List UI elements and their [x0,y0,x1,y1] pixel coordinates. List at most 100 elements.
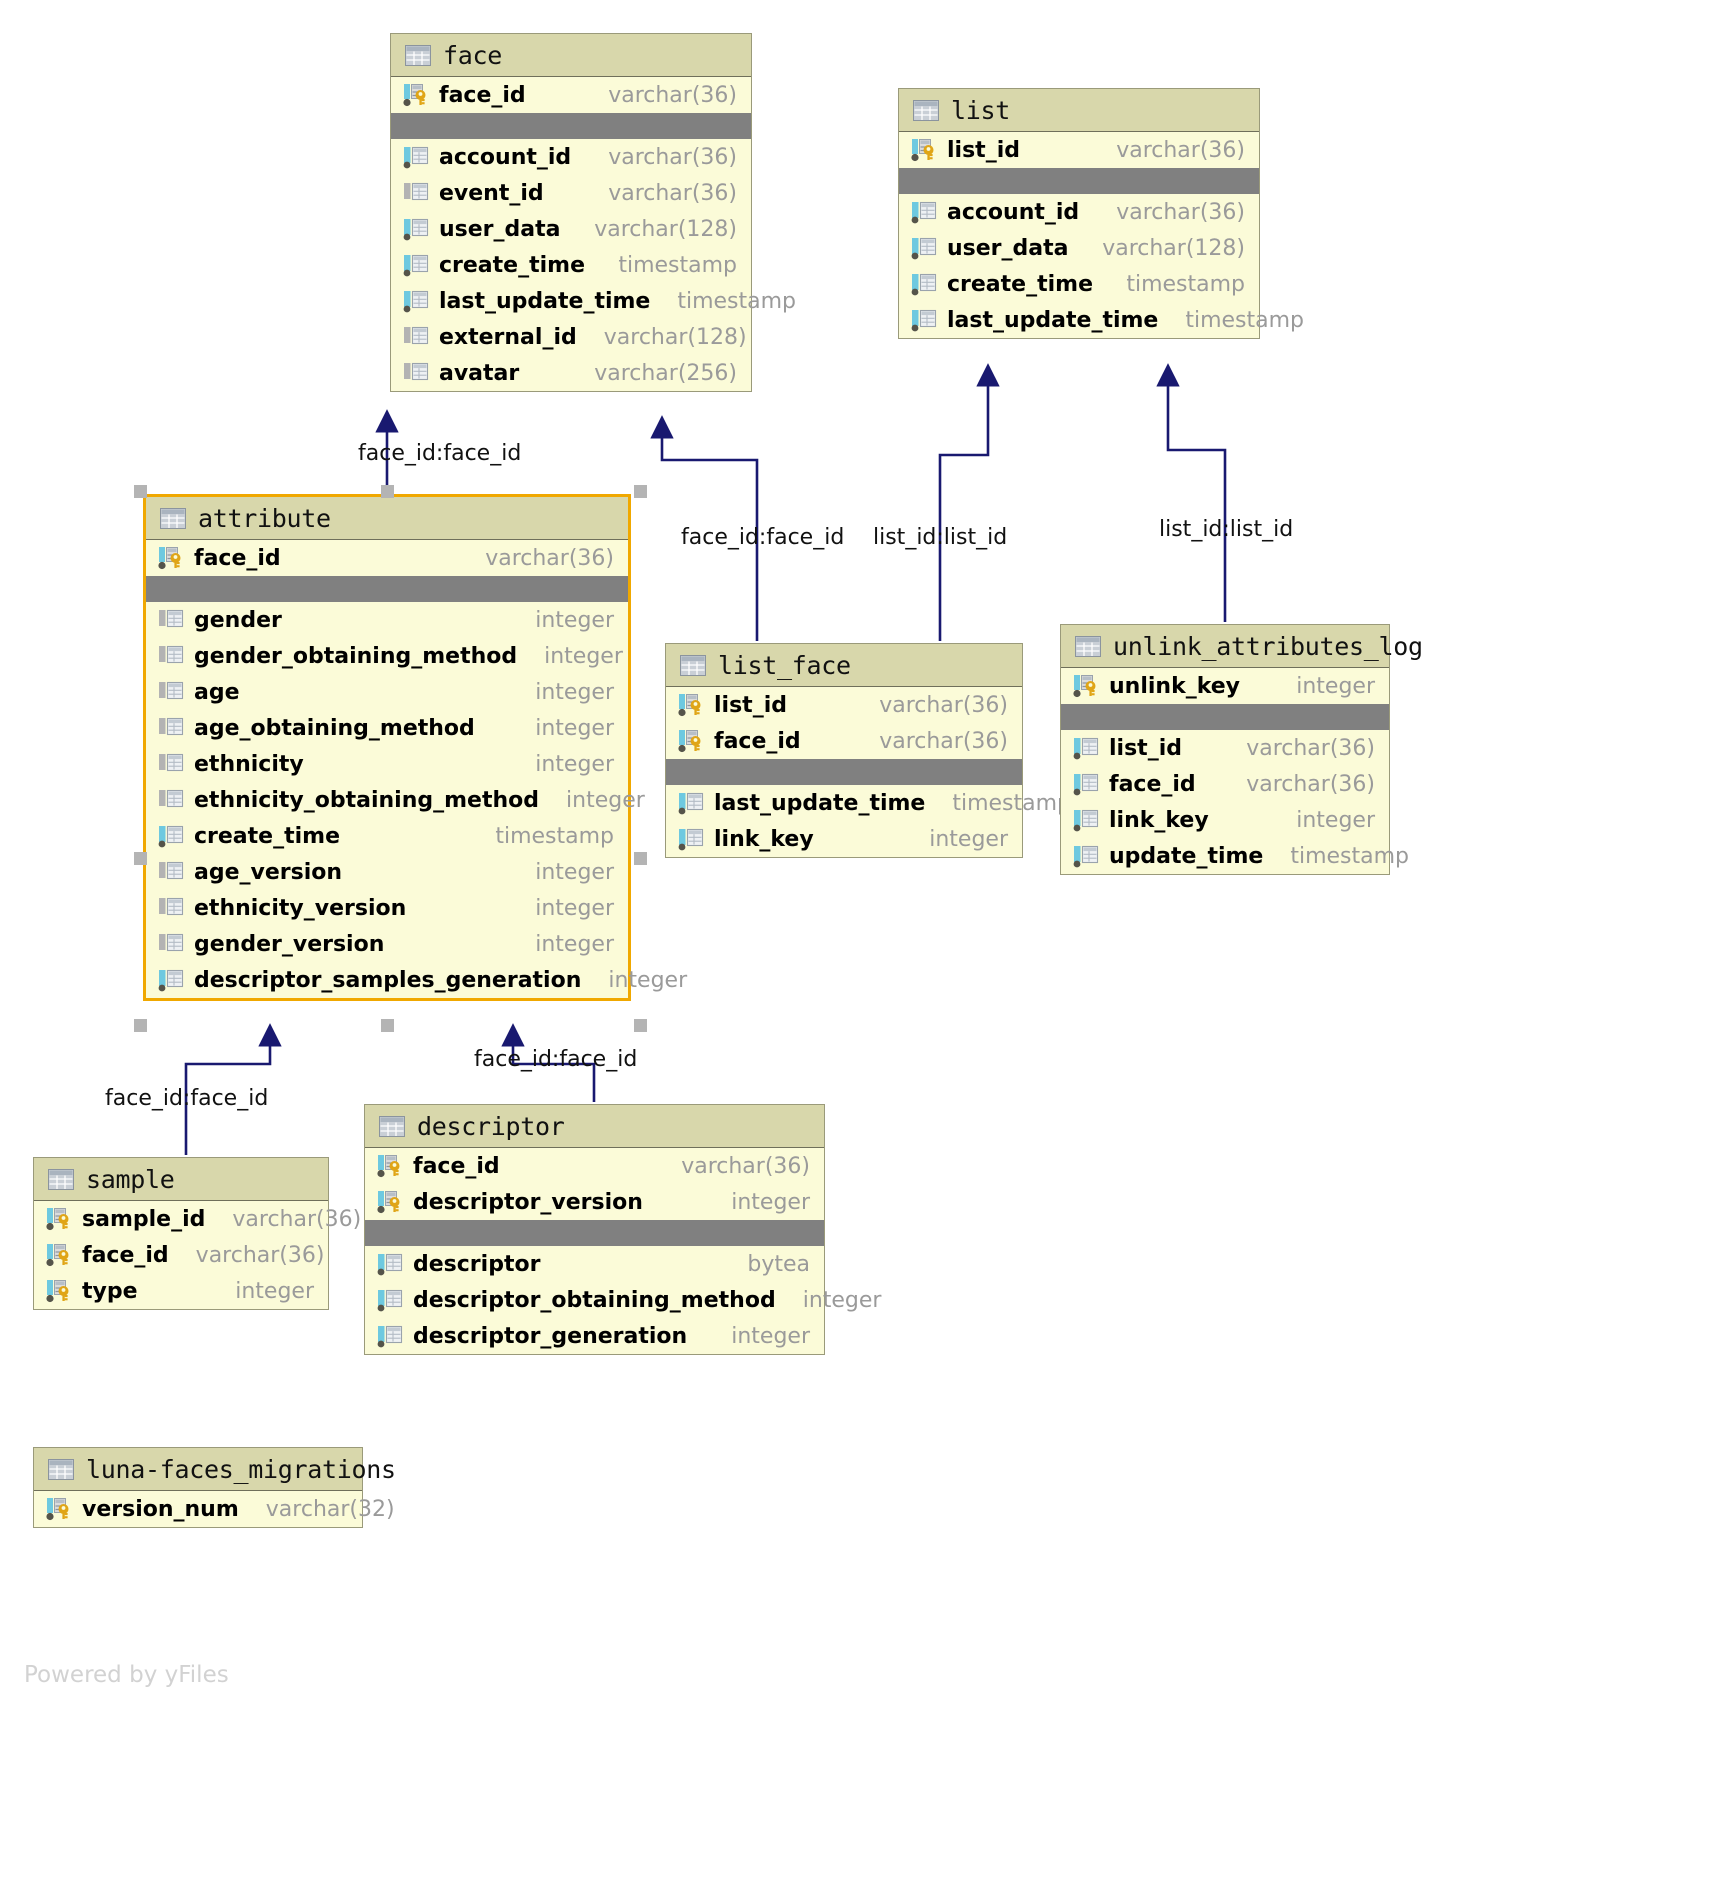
table-grid-icon [913,99,939,121]
column-nullable-icon [159,753,184,772]
primary-key-icon [678,694,701,717]
selection-handle-sw[interactable] [134,1019,147,1032]
table-header-attribute[interactable]: attribute [146,497,628,540]
column-type: integer [608,967,688,993]
column-name: avatar [439,360,520,386]
table-header-face[interactable]: face [391,34,751,77]
table-header-unlink_attributes_log[interactable]: unlink_attributes_log [1061,625,1423,668]
column-name: descriptor_version [413,1189,643,1215]
column-notnull-icon [911,273,937,296]
table-title-sample: sample [86,1164,175,1194]
key-column-separator [666,759,1022,785]
column-type: integer [929,826,1008,852]
table-header-descriptor[interactable]: descriptor [365,1105,824,1148]
column-name: list_id [947,137,1020,163]
column-nullable-icon [159,789,184,808]
yfiles-watermark: Powered by yFiles [24,1662,229,1688]
column-type: varchar(36) [608,180,737,206]
column-notnull-icon [403,218,429,241]
table-header-list[interactable]: list [899,89,1259,132]
column-name: user_data [439,216,561,242]
table-header-luna_faces_migrations[interactable]: luna-faces_migrations [34,1448,396,1491]
table-grid-icon [1075,635,1101,657]
column-name: external_id [439,324,577,350]
selection-handle-s[interactable] [381,1019,394,1032]
edge-listface-list [938,363,1000,641]
selection-handle-n[interactable] [381,485,394,498]
column-type: varchar(128) [1102,235,1245,261]
selection-handle-e[interactable] [634,852,647,865]
column-nullable-icon [159,717,184,736]
selection-handle-w[interactable] [134,852,147,865]
selection-handle-nw[interactable] [134,485,147,498]
table-header-sample[interactable]: sample [34,1158,328,1201]
table-header-list_face[interactable]: list_face [666,644,1022,687]
selection-handle-ne[interactable] [634,485,647,498]
column-name: type [82,1278,138,1304]
column-type: varchar(36) [681,1153,810,1179]
column-type: integer [544,643,623,669]
column-name: version_num [82,1496,239,1522]
selection-handle-se[interactable] [634,1019,647,1032]
table-title-unlink_attributes_log: unlink_attributes_log [1113,631,1423,661]
column-type: integer [535,859,614,885]
column-name: last_update_time [439,288,651,314]
key-column-separator [146,576,628,602]
column-type: varchar(36) [1246,735,1375,761]
primary-key-icon [911,139,934,162]
column-name: list_id [714,692,787,718]
